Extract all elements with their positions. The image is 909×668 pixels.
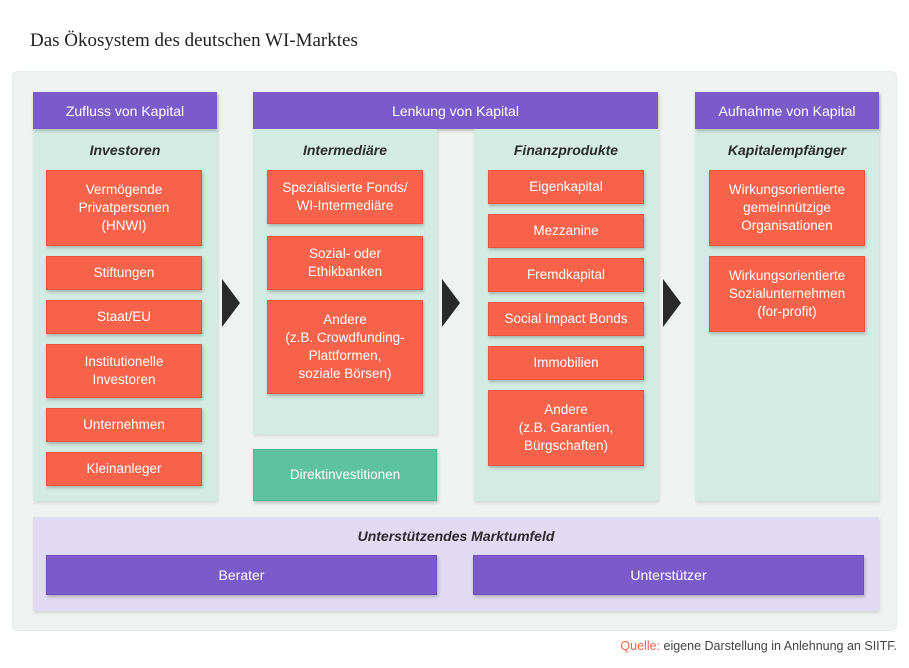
investor-box: Stiftungen — [46, 256, 202, 290]
unterstuetzer-box: Unterstützer — [473, 555, 864, 595]
support-heading: Unterstützendes Marktumfeld — [357, 528, 555, 544]
finanzprodukt-box: Mezzanine — [488, 214, 644, 248]
intermediaer-box: Andere (z.B. Crowdfunding- Plattformen, … — [267, 300, 423, 394]
finanzprodukt-box: Andere (z.B. Garantien, Bürgschaften) — [488, 390, 644, 466]
investor-box: Institutionelle Investoren — [46, 344, 202, 398]
arrow-right-icon — [222, 279, 240, 327]
header-lenkung: Lenkung von Kapital — [253, 92, 658, 129]
investor-box: Vermögende Privatpersonen (HNWI) — [46, 170, 202, 246]
finanzprodukt-box: Immobilien — [488, 346, 644, 380]
finanzprodukt-box: Fremdkapital — [488, 258, 644, 292]
investor-box: Staat/EU — [46, 300, 202, 334]
empfaenger-box: Wirkungsorientierte Sozialunternehmen (f… — [709, 256, 865, 332]
investoren-heading: Investoren — [89, 142, 161, 158]
page-title: Das Ökosystem des deutschen WI-Marktes — [30, 30, 358, 51]
berater-box: Berater — [46, 555, 437, 595]
investor-box: Kleinanleger — [46, 452, 202, 486]
intermediaere-heading: Intermediäre — [302, 142, 388, 158]
intermediaer-box: Spezialisierte Fonds/ WI-Intermediäre — [267, 170, 423, 224]
header-aufnahme: Aufnahme von Kapital — [695, 92, 879, 129]
finanzprodukte-heading: Finanzprodukte — [513, 142, 619, 158]
arrow-right-icon — [663, 279, 681, 327]
header-zufluss: Zufluss von Kapital — [33, 92, 217, 129]
finanzprodukt-box: Eigenkapital — [488, 170, 644, 204]
source-text: eigene Darstellung in Anlehnung an SIITF… — [660, 639, 898, 653]
arrow-right-icon — [442, 279, 460, 327]
intermediaer-box: Sozial- oder Ethikbanken — [267, 236, 423, 290]
source-label: Quelle: — [620, 639, 661, 653]
finanzprodukt-box: Social Impact Bonds — [488, 302, 644, 336]
empfaenger-heading: Kapitalempfänger — [727, 142, 847, 158]
source-note: Quelle: eigene Darstellung in Anlehnung … — [620, 639, 897, 653]
investor-box: Unternehmen — [46, 408, 202, 442]
empfaenger-box: Wirkungsorientierte gemeinnützige Organi… — [709, 170, 865, 246]
direktinvestitionen-box: Direktinvestitionen — [253, 449, 437, 501]
